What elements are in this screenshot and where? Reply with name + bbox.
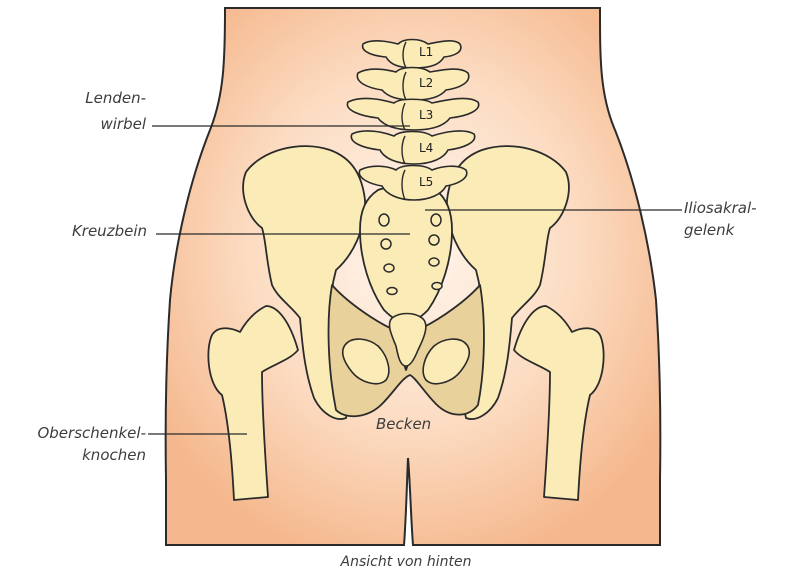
vertebra-label-L3: L3	[419, 108, 433, 122]
label-oberschenkelknochen-line2: knochen	[82, 445, 146, 465]
vertebra-label-L4: L4	[419, 141, 433, 155]
label-becken: Becken	[376, 414, 431, 434]
label-oberschenkelknochen-line1: Oberschenkel-	[37, 423, 146, 443]
label-lendenwirbel-line1: Lenden-	[85, 88, 146, 108]
vertebra-label-L1: L1	[419, 45, 433, 59]
label-kreuzbein: Kreuzbein	[72, 221, 147, 241]
label-iliosakralgelenk-line1: Iliosakral-	[684, 198, 757, 218]
diagram-caption: Ansicht von hinten	[0, 552, 812, 572]
vertebra-label-L2: L2	[419, 76, 433, 90]
vertebra-label-L5: L5	[419, 175, 433, 189]
label-iliosakralgelenk-line2: gelenk	[684, 220, 734, 240]
label-lendenwirbel-line2: wirbel	[100, 114, 146, 134]
